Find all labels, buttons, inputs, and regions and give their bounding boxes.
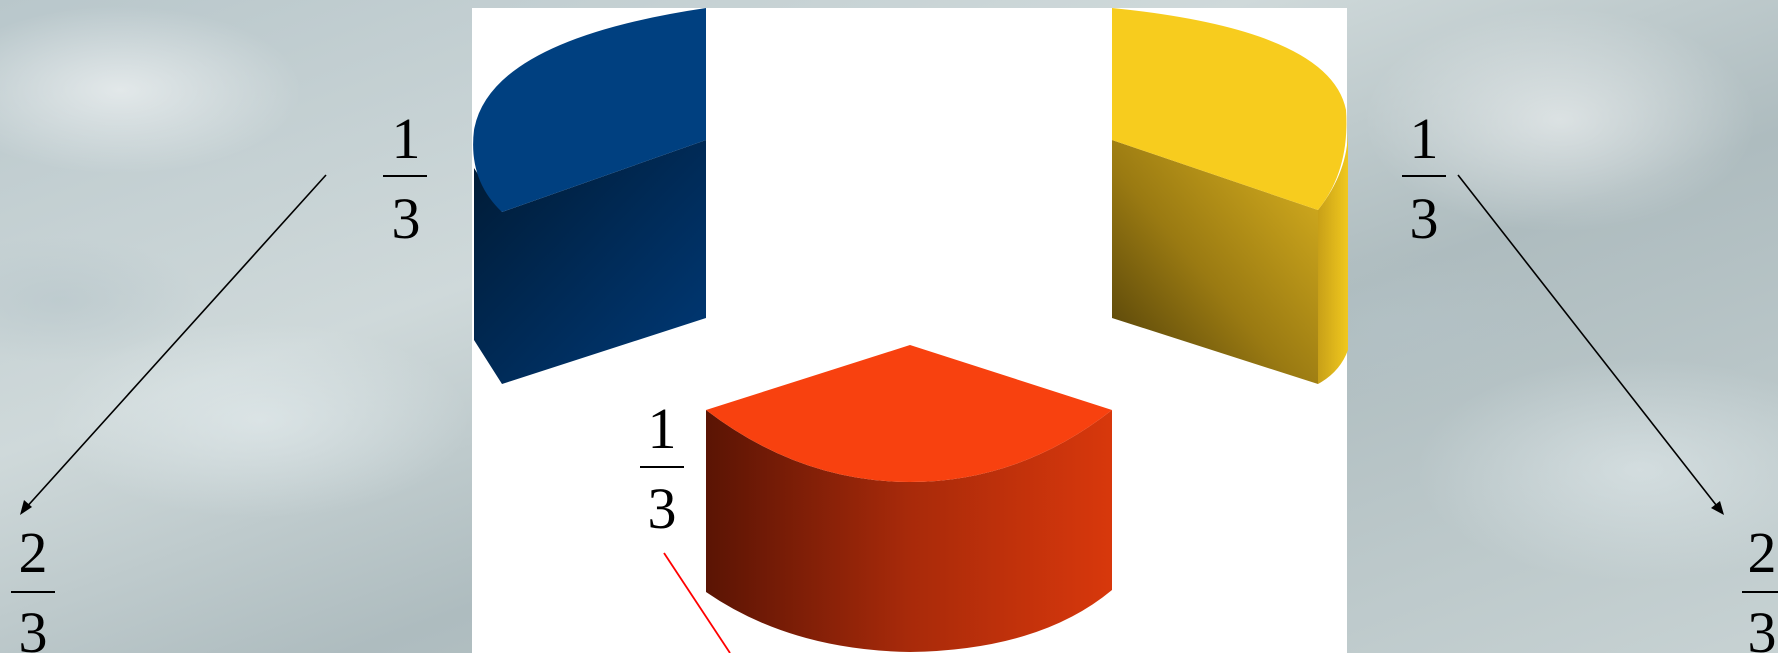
fraction-left-bottom: 2 3 bbox=[11, 520, 55, 653]
red-pie-piece bbox=[706, 345, 1112, 652]
fraction-left-bottom-numerator: 2 bbox=[19, 520, 48, 585]
fraction-right-top-numerator: 1 bbox=[1410, 106, 1439, 171]
fraction-center-denominator: 3 bbox=[648, 476, 677, 541]
fraction-left-top-denominator: 3 bbox=[392, 186, 421, 251]
fraction-right-top: 1 3 bbox=[1402, 106, 1446, 251]
yellow-pie-piece bbox=[1112, 8, 1348, 384]
right-arrow bbox=[1458, 175, 1724, 515]
fraction-right-bottom-numerator: 2 bbox=[1748, 520, 1777, 585]
right-arrow-head bbox=[1711, 501, 1724, 515]
fraction-right-bottom: 2 3 bbox=[1742, 520, 1778, 653]
left-arrow bbox=[20, 175, 326, 515]
fraction-right-bottom-denominator: 3 bbox=[1748, 600, 1777, 653]
fraction-left-bottom-denominator: 3 bbox=[19, 600, 48, 653]
fraction-left-top-numerator: 1 bbox=[392, 106, 421, 171]
fraction-right-top-denominator: 3 bbox=[1410, 186, 1439, 251]
fraction-left-top: 1 3 bbox=[383, 106, 427, 251]
fraction-center-numerator: 1 bbox=[648, 396, 677, 461]
